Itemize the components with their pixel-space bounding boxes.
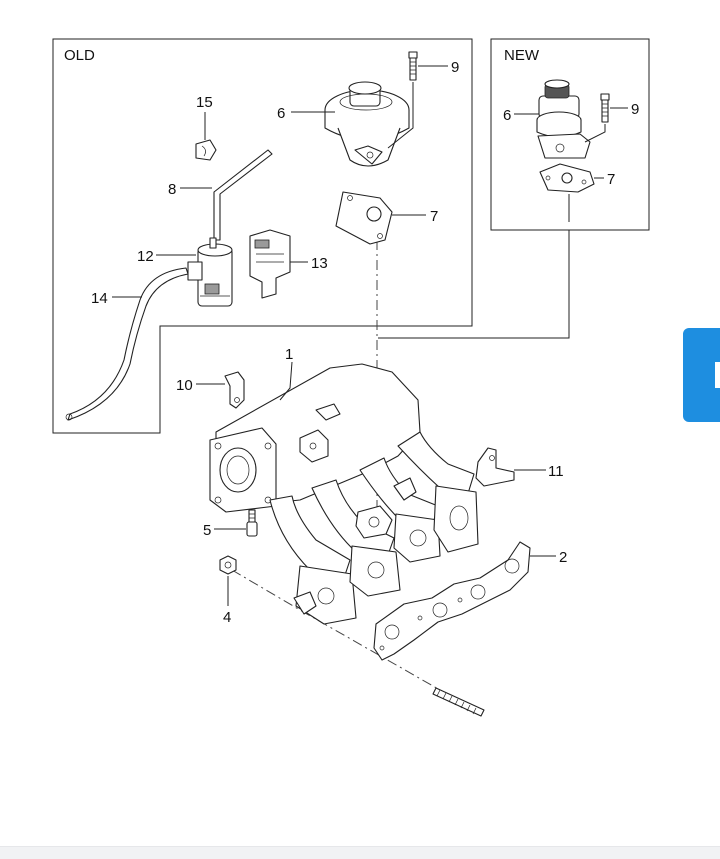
bracket-10 [224,371,245,409]
side-panel-tab[interactable] [683,328,720,422]
solenoid-12 [187,237,233,307]
hose-8 [213,149,273,241]
clip-15 [195,139,217,161]
callout-6-new: 6 [503,107,511,124]
bolt-9-new [600,93,610,123]
egr-valve-new [536,79,591,159]
old-panel-frame [52,38,473,434]
bolt-9-old [408,51,418,81]
callout-2: 2 [559,549,567,566]
manifold-gasket-2 [373,541,531,661]
bracket-11 [475,447,515,487]
new-panel-frame [490,38,650,231]
callout-11: 11 [548,463,564,480]
intake-manifold-1 [209,363,479,625]
old-panel-label: OLD [64,47,95,64]
stud [432,687,485,717]
bracket-13 [249,229,291,299]
vacuum-line-14 [67,267,189,421]
callout-5: 5 [203,522,211,539]
callout-10: 10 [176,377,193,394]
gasket-centerline [231,569,441,691]
callout-14: 14 [91,290,108,307]
callout-13: 13 [311,255,328,272]
callout-12: 12 [137,248,154,265]
callout-7-new: 7 [607,171,615,188]
callout-8: 8 [168,181,176,198]
callout-4: 4 [223,609,231,626]
egr-gasket-new [539,163,595,193]
callout-7-old: 7 [430,208,438,225]
callout-1: 1 [285,346,293,363]
egr-valve-old [324,81,410,167]
tab-handle-icon [715,362,720,388]
sensor-5 [246,509,258,537]
bottom-toolbar-strip [0,846,720,859]
callout-9-new: 9 [631,101,639,118]
callout-6-old: 6 [277,105,285,122]
new-panel-connector [378,230,570,339]
callout-15: 15 [196,94,213,111]
nut-4 [219,555,237,575]
egr-gasket-old [335,191,393,245]
callout-9-old: 9 [451,59,459,76]
new-panel-label: NEW [504,47,540,64]
